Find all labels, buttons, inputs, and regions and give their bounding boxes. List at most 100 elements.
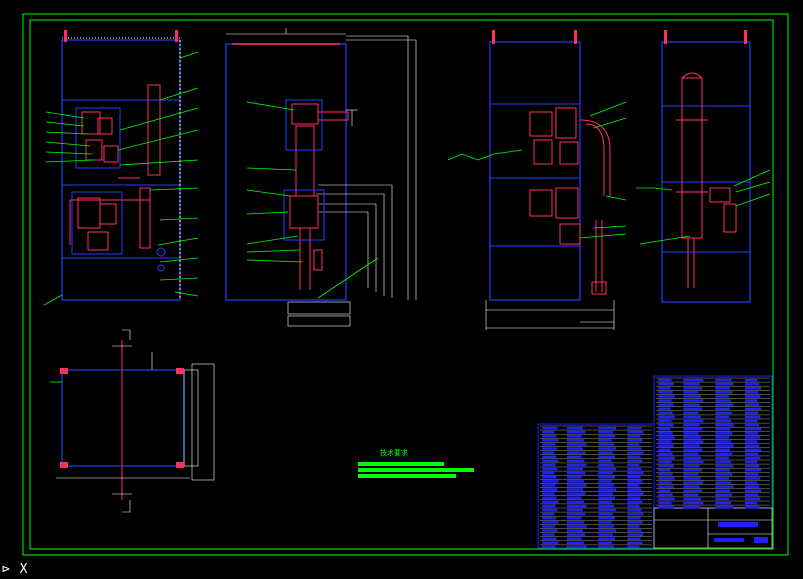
table-cell-fill xyxy=(744,407,762,410)
table-cell-fill xyxy=(715,436,729,439)
table-cell-fill xyxy=(715,440,732,443)
table-cell-fill xyxy=(744,477,761,480)
table-cell-fill xyxy=(744,391,759,394)
table-cell-fill xyxy=(627,545,640,549)
plan-view[interactable] xyxy=(50,329,215,513)
table-cell-fill xyxy=(744,428,762,431)
table-cell-fill xyxy=(627,471,644,475)
table-cell-fill xyxy=(627,447,642,450)
table-cell-fill xyxy=(744,436,761,439)
table-cell-fill xyxy=(658,448,671,451)
cad-drawing-canvas[interactable]: 技术要求 xyxy=(0,0,803,561)
table-cell-fill xyxy=(683,423,700,427)
table-cell-fill xyxy=(598,508,617,512)
table-cell-fill xyxy=(715,432,733,435)
table-cell-fill xyxy=(658,501,672,505)
table-cell-fill xyxy=(744,469,762,472)
table-cell-fill xyxy=(627,529,642,532)
table-cell-fill xyxy=(598,525,614,528)
table-cell-fill xyxy=(598,476,616,479)
table-cell-fill xyxy=(744,460,758,464)
table-cell-fill xyxy=(542,426,558,430)
table-cell-fill xyxy=(542,525,556,528)
table-cell-fill xyxy=(627,463,640,467)
table-cell-fill xyxy=(744,452,759,456)
table-cell-fill xyxy=(683,448,703,451)
table-cell-fill xyxy=(627,525,640,528)
table-cell-fill xyxy=(658,391,673,394)
ucs-arrow-icon: ⊳ xyxy=(2,562,10,577)
table-cell-fill xyxy=(744,387,762,390)
table-cell-fill xyxy=(715,473,733,476)
table-cell-fill xyxy=(658,440,672,443)
table-cell-fill xyxy=(658,452,673,456)
table-cell-fill xyxy=(627,435,641,438)
table-cell-fill xyxy=(658,419,672,423)
table-cell-fill xyxy=(566,451,586,454)
front-elevation-view[interactable] xyxy=(43,30,199,306)
table-cell-fill xyxy=(658,395,675,398)
table-cell-fill xyxy=(715,391,733,394)
table-cell-fill xyxy=(715,460,732,464)
table-cell-fill xyxy=(598,500,612,504)
table-cell-fill xyxy=(627,508,642,512)
table-cell-fill xyxy=(598,488,617,491)
table-cell-fill xyxy=(744,497,761,501)
table-cell-fill xyxy=(598,455,616,458)
table-cell-fill xyxy=(627,500,643,504)
table-cell-fill xyxy=(715,489,731,492)
table-cell-fill xyxy=(658,411,673,415)
table-cell-fill xyxy=(683,444,700,447)
table-cell-fill xyxy=(658,444,674,447)
table-cell-fill xyxy=(658,387,671,390)
table-cell-fill xyxy=(683,403,700,406)
table-cell-fill xyxy=(683,395,701,398)
table-cell-fill xyxy=(744,473,759,476)
right-side-view[interactable] xyxy=(636,30,771,303)
table-cell-fill xyxy=(566,476,582,479)
table-cell-fill xyxy=(598,517,616,520)
table-cell-fill xyxy=(542,471,555,475)
table-cell-fill xyxy=(598,480,612,483)
table-cell-fill xyxy=(715,395,729,398)
table-cell-fill xyxy=(627,480,643,483)
table-cell-fill xyxy=(542,537,557,540)
table-cell-fill xyxy=(683,497,701,501)
table-cell-fill xyxy=(683,415,701,419)
table-cell-fill xyxy=(598,504,614,508)
table-cell-fill xyxy=(744,489,762,492)
table-cell-fill xyxy=(598,443,614,446)
table-cell-fill xyxy=(715,485,734,488)
table-cell-fill xyxy=(658,407,671,410)
side-elevation-view[interactable] xyxy=(225,28,417,327)
table-cell-fill xyxy=(683,382,700,386)
table-cell-fill xyxy=(715,497,729,501)
table-cell-fill xyxy=(683,428,703,431)
parts-list-table[interactable] xyxy=(537,375,773,549)
table-cell-fill xyxy=(627,488,642,491)
table-cell-fill xyxy=(683,436,701,439)
table-cell-fill xyxy=(627,451,644,454)
table-cell-fill xyxy=(658,415,675,419)
table-cell-fill xyxy=(658,403,674,406)
table-cell-fill xyxy=(598,439,612,442)
table-cell-fill xyxy=(598,463,614,467)
table-cell-fill xyxy=(598,430,613,434)
table-cell-fill xyxy=(598,533,613,536)
right-front-view[interactable] xyxy=(447,30,627,330)
parts-list-lower xyxy=(537,423,655,549)
command-line[interactable]: ⊳ X xyxy=(0,561,803,579)
table-cell-fill xyxy=(715,452,733,456)
table-cell-fill xyxy=(598,459,612,463)
table-cell-fill xyxy=(542,512,555,516)
ucs-axis-label: X xyxy=(19,562,28,577)
table-cell-fill xyxy=(542,476,557,479)
table-cell-fill xyxy=(542,496,557,499)
table-cell-fill xyxy=(566,439,585,442)
table-cell-fill xyxy=(744,382,760,386)
table-cell-fill xyxy=(627,426,642,430)
table-cell-fill xyxy=(627,512,644,516)
table-cell-fill xyxy=(658,464,674,468)
table-cell-fill xyxy=(566,459,585,463)
table-cell-fill xyxy=(744,448,762,451)
